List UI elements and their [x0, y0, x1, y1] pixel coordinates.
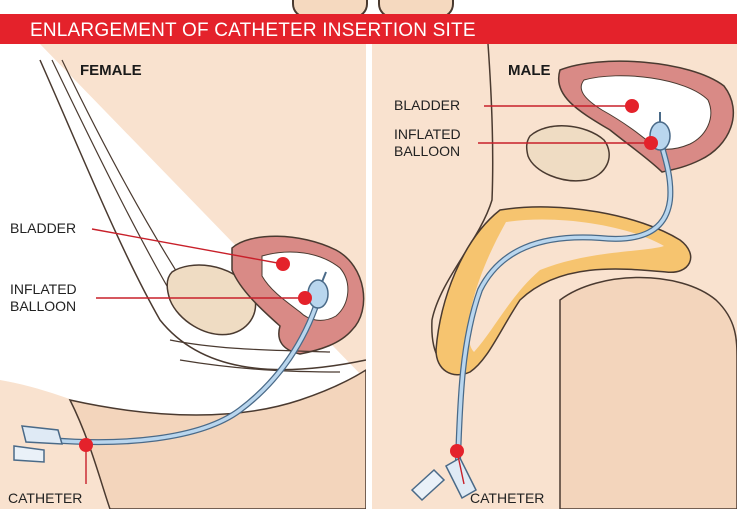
- female-panel: [0, 44, 366, 509]
- banner-title: ENLARGEMENT OF CATHETER INSERTION SITE: [30, 20, 476, 42]
- female-balloon-label-line2: BALLOON: [10, 298, 76, 315]
- female-panel-title: FEMALE: [80, 62, 142, 79]
- male-thigh: [560, 278, 737, 509]
- male-panel-title: MALE: [508, 62, 551, 79]
- female-balloon-label-line1: INFLATED: [10, 281, 77, 298]
- male-bladder-marker: [625, 99, 639, 113]
- male-balloon-label-line2: BALLOON: [394, 143, 460, 160]
- male-balloon-label-line1: INFLATED: [394, 126, 461, 143]
- female-catheter-label: CATHETER: [8, 490, 82, 507]
- female-bladder-marker: [276, 257, 290, 271]
- female-balloon: [308, 280, 328, 308]
- female-balloon-marker: [298, 291, 312, 305]
- male-catheter-label: CATHETER: [470, 490, 544, 507]
- female-catheter-marker: [79, 438, 93, 452]
- male-bladder-label: BLADDER: [394, 97, 460, 114]
- male-balloon-marker: [644, 136, 658, 150]
- male-catheter-marker: [450, 444, 464, 458]
- female-bladder-label: BLADDER: [10, 220, 76, 237]
